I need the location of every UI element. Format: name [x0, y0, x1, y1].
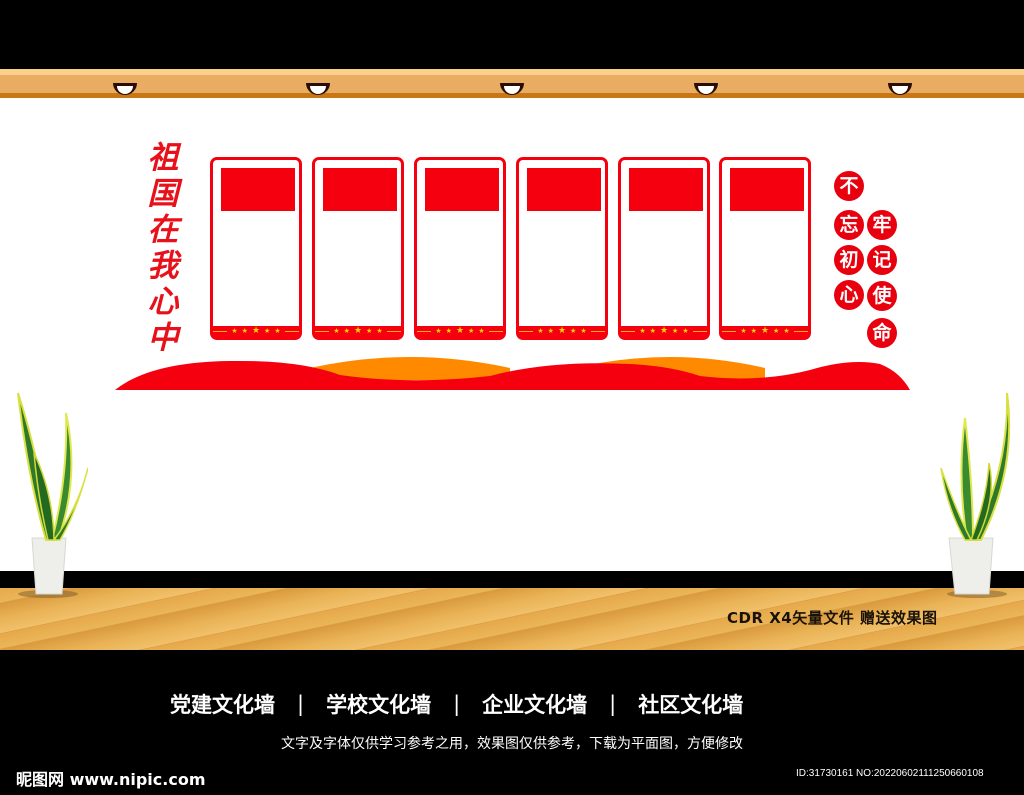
slogan-char: 使 [867, 281, 897, 311]
site-brand-link[interactable]: 昵图网 www.nipic.com [16, 770, 206, 789]
category-label: 学校文化墙 [326, 693, 432, 717]
panel-footer: ★★★★★ [519, 326, 605, 337]
title-char: 中 [147, 320, 179, 356]
category-label: 党建文化墙 [170, 693, 275, 717]
image-id-line: ID:31730161 NO:20220602111250660108 [796, 768, 984, 779]
slogan-char: 心 [834, 280, 864, 310]
file-format-caption: CDR X4矢量文件 赠送效果图 [727, 609, 938, 627]
display-panel: ★★★★★ [618, 157, 710, 340]
panel-footer: ★★★★★ [315, 326, 401, 337]
display-panel: ★★★★★ [210, 157, 302, 340]
ceiling-lamp-icon [113, 83, 137, 95]
panel-footer: ★★★★★ [621, 326, 707, 337]
separator: | [297, 692, 305, 716]
red-wave-banner [115, 357, 910, 390]
ceiling-lamp-icon [888, 83, 912, 95]
top-black-band [0, 0, 1024, 69]
baseboard [0, 571, 1024, 588]
display-panel: ★★★★★ [312, 157, 404, 340]
ceiling-lamp-icon [694, 83, 718, 95]
panel-header [323, 168, 397, 211]
usage-note: 文字及字体仅供学习参考之用，效果图仅供参考，下载为平面图，方便修改 [281, 736, 743, 752]
title-char: 祖 [147, 140, 179, 176]
wood-floor [0, 588, 1024, 650]
slogan-char: 不 [834, 171, 864, 201]
slogan-char: 初 [834, 245, 864, 275]
slogan-char: 忘 [834, 210, 864, 240]
panel-header [527, 168, 601, 211]
potted-plant-icon [940, 392, 1011, 598]
category-list: 党建文化墙 | 学校文化墙 | 企业文化墙 | 社区文化墙 [170, 689, 743, 719]
category-label: 企业文化墙 [482, 693, 588, 717]
category-label: 社区文化墙 [638, 693, 744, 717]
slogan-char: 记 [867, 245, 897, 275]
slogan-char: 命 [867, 318, 897, 348]
display-panel: ★★★★★ [719, 157, 811, 340]
title-char: 国 [147, 176, 179, 212]
panel-header [221, 168, 295, 211]
title-char: 在 [147, 212, 179, 248]
vertical-title: 祖 国 在 我 心 中 [143, 140, 183, 356]
ceiling-lamp-icon [500, 83, 524, 95]
ceiling-lamp-icon [306, 83, 330, 95]
footer-band [0, 650, 1024, 795]
potted-plant-icon [17, 392, 88, 598]
panel-footer: ★★★★★ [213, 326, 299, 337]
panel-footer: ★★★★★ [417, 326, 503, 337]
separator: | [453, 692, 461, 716]
display-panel: ★★★★★ [516, 157, 608, 340]
panel-header [425, 168, 499, 211]
panel-footer: ★★★★★ [722, 326, 808, 337]
title-char: 心 [147, 284, 179, 320]
separator: | [609, 692, 617, 716]
title-char: 我 [147, 248, 179, 284]
panel-header [730, 168, 804, 211]
slogan-char: 牢 [867, 210, 897, 240]
panel-header [629, 168, 703, 211]
display-panel: ★★★★★ [414, 157, 506, 340]
